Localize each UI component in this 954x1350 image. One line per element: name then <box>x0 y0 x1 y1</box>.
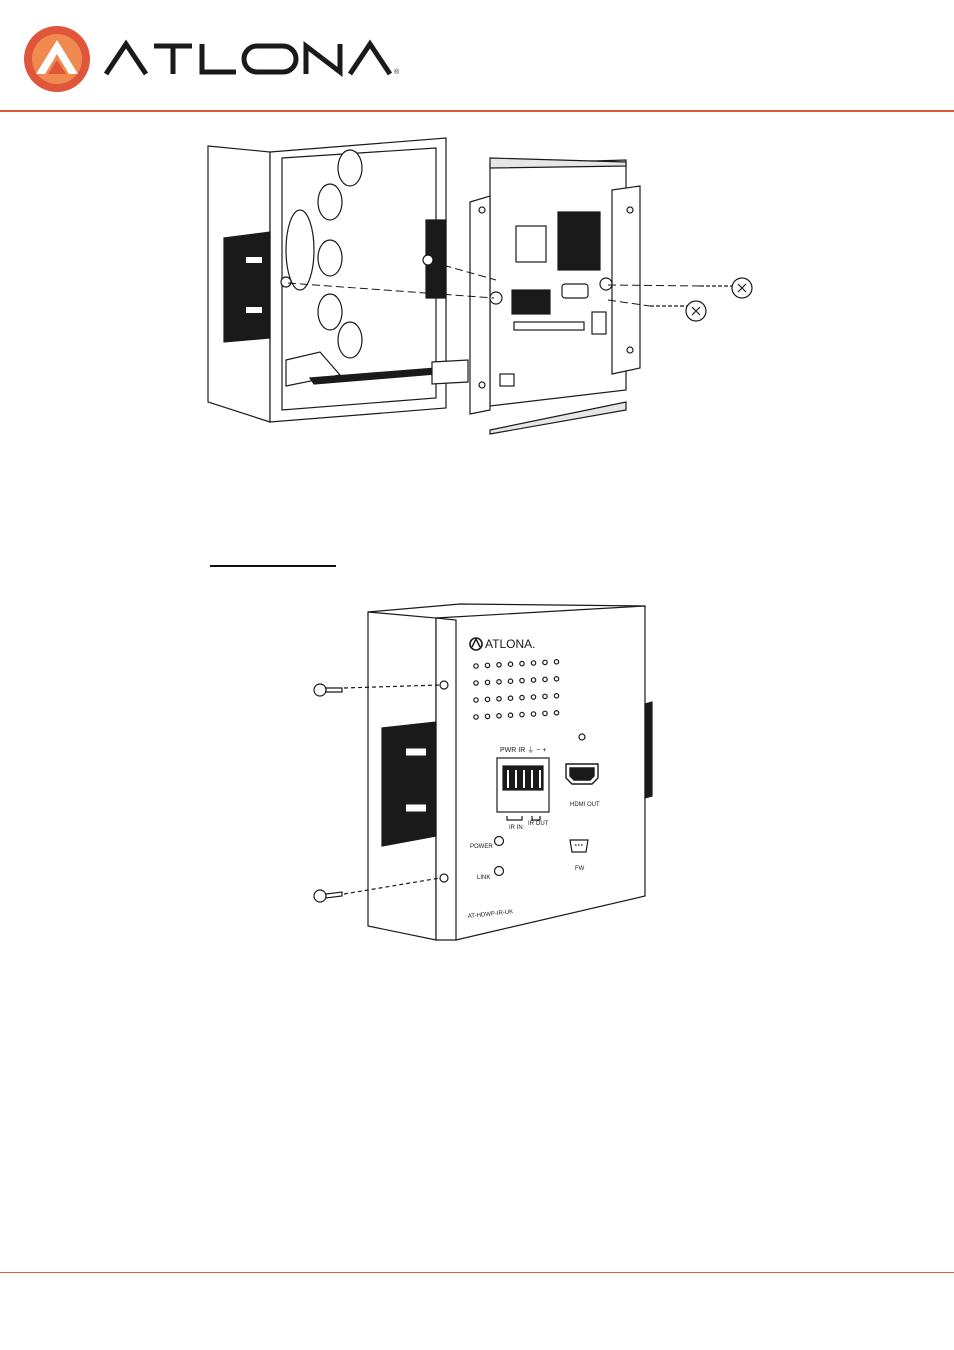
vent-hole <box>473 663 479 669</box>
mounting-bracket-icon <box>381 721 437 847</box>
vent-hole <box>473 714 479 720</box>
power-label: POWER <box>470 844 493 850</box>
ir-in-label: IR IN <box>509 825 523 831</box>
atlona-logo: ® <box>24 26 400 92</box>
screw-hole-bottom-icon <box>439 873 449 883</box>
circuit-board-icon <box>469 157 641 435</box>
exploded-installation-figure <box>207 137 753 435</box>
vent-hole <box>484 679 491 686</box>
vent-hole <box>553 710 560 716</box>
vent-hole <box>496 679 502 685</box>
vent-hole <box>473 697 479 703</box>
vent-hole <box>496 713 502 719</box>
header-rule <box>0 110 954 112</box>
vent-hole <box>542 676 548 683</box>
wall-box-icon <box>207 137 469 423</box>
vent-hole <box>484 696 491 703</box>
vent-hole <box>530 694 537 700</box>
vent-hole <box>507 712 514 719</box>
link-label: LINK <box>477 875 490 881</box>
vent-hole <box>496 662 502 668</box>
vent-hole <box>530 711 537 717</box>
vent-hole <box>484 713 491 720</box>
fw-label: FW <box>575 866 585 872</box>
vent-hole <box>530 677 537 683</box>
vent-hole <box>553 693 560 699</box>
registered-mark: ® <box>394 68 400 76</box>
ir-out-label: IR OUT <box>528 821 549 827</box>
footer-rule <box>0 1272 954 1273</box>
vent-hole <box>542 659 548 666</box>
faceplate-logo-text: ATLONA. <box>485 637 535 651</box>
vent-hole <box>507 695 514 702</box>
hdmi-port-icon <box>565 763 599 785</box>
link-led-icon <box>493 865 505 877</box>
vent-hole <box>507 661 514 667</box>
model-label: AT-HDWP-IR-UK <box>468 909 514 920</box>
top-screw-icon <box>313 683 441 697</box>
status-led-icon <box>578 733 586 741</box>
bottom-screw-icon <box>313 877 441 903</box>
screw-icon <box>650 277 753 322</box>
vent-hole <box>519 660 525 667</box>
terminal-block-icon <box>496 757 550 821</box>
vent-grille <box>473 658 560 720</box>
section-heading-underline <box>210 565 336 567</box>
alignment-guides <box>287 261 701 307</box>
power-led-icon <box>493 835 505 847</box>
vent-hole <box>496 696 502 702</box>
vent-hole <box>473 680 479 686</box>
vent-hole <box>484 662 491 669</box>
assembled-wallplate-figure: ATLONA. PWR IR ⏚ − + IR IN IR OUT HDMI O… <box>313 603 653 941</box>
terminal-label: PWR IR ⏚ − + <box>500 746 546 754</box>
fw-usb-port-icon <box>569 839 589 853</box>
atlona-wordmark <box>103 39 393 78</box>
vent-hole <box>519 694 525 701</box>
vent-hole <box>542 693 548 700</box>
vent-hole <box>519 677 525 684</box>
faceplate-logo: ATLONA. <box>469 637 535 651</box>
vent-hole <box>553 676 560 682</box>
screw-hole-top-icon <box>439 680 449 690</box>
vent-hole <box>530 660 537 666</box>
atlona-logo-mark-icon <box>24 26 90 92</box>
vent-hole <box>507 678 514 685</box>
vent-hole <box>553 658 560 665</box>
vent-hole <box>542 710 548 717</box>
hdmi-out-label: HDMI OUT <box>570 802 600 808</box>
vent-hole <box>519 711 525 718</box>
